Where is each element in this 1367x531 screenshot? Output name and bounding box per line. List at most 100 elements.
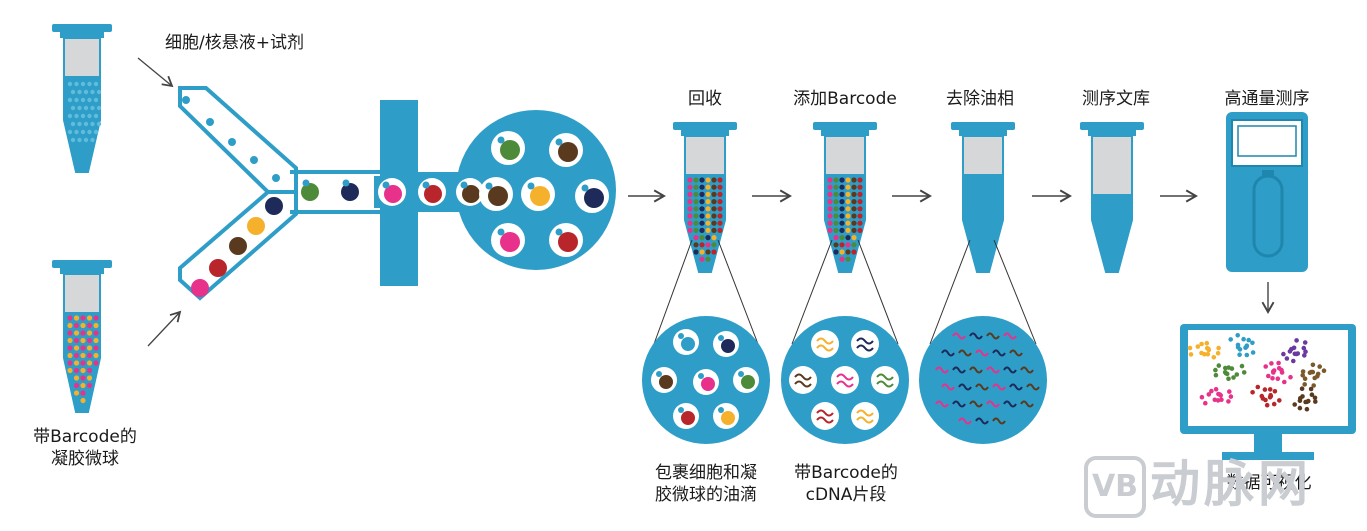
tube-bead-dot bbox=[699, 249, 705, 255]
tube-bead-dot bbox=[839, 199, 845, 205]
label-cdna-line2: cDNA片段 bbox=[805, 485, 887, 505]
tube-bead-dot bbox=[857, 227, 863, 233]
barcode-bead-dot bbox=[73, 337, 80, 344]
tube-bead-dot bbox=[851, 249, 857, 255]
tube-bead-dot bbox=[711, 191, 717, 197]
scatter-point bbox=[1235, 333, 1240, 338]
collection-droplets bbox=[479, 131, 609, 257]
scatter-point bbox=[1211, 355, 1217, 360]
gel-bead bbox=[558, 142, 578, 162]
barcode-bead-dot bbox=[86, 382, 93, 389]
free-fragment bbox=[958, 349, 972, 357]
scatter-point bbox=[1213, 387, 1219, 392]
tube-bead-dot bbox=[693, 235, 699, 241]
cdna-fragment bbox=[836, 380, 854, 388]
tube-bead-dot bbox=[705, 235, 711, 241]
barcode-bead-dot bbox=[86, 367, 93, 374]
tube-cell-suspension bbox=[52, 24, 112, 173]
zoom-droplets bbox=[642, 316, 770, 444]
tube-bead-dot bbox=[827, 184, 833, 190]
barcode-bead-dot bbox=[80, 367, 86, 374]
suspension-dot bbox=[83, 121, 89, 127]
free-fragment bbox=[986, 332, 1000, 340]
tube-bead-dot bbox=[687, 213, 693, 219]
tube-bead-dot bbox=[839, 191, 845, 197]
suspension-dot bbox=[93, 113, 99, 119]
cdna-fragment bbox=[816, 416, 834, 424]
tube-library bbox=[1080, 122, 1144, 273]
scatter-point bbox=[1297, 405, 1303, 411]
suspension-dot bbox=[80, 97, 86, 103]
zoom-lines bbox=[653, 239, 1037, 345]
scatter-point bbox=[1315, 371, 1321, 377]
suspension-dot bbox=[77, 121, 82, 127]
scatter-point bbox=[1223, 365, 1228, 371]
gel-bead bbox=[500, 140, 520, 160]
label-droplets-line1: 包裹细胞和凝 bbox=[655, 463, 757, 483]
tube-bead-dot bbox=[833, 242, 839, 248]
tube-bead-dot bbox=[839, 213, 845, 219]
suspension-dot bbox=[90, 105, 95, 111]
cell-particle bbox=[555, 138, 563, 146]
scatter-point bbox=[1275, 376, 1281, 382]
scatter-point bbox=[1299, 386, 1305, 392]
tube-bead-dot bbox=[851, 220, 857, 226]
tube-rim bbox=[959, 130, 1007, 136]
gel-bead bbox=[500, 232, 520, 252]
tube-bead-dot bbox=[839, 242, 845, 248]
suspension-dot bbox=[96, 105, 102, 111]
tube-bead-dot bbox=[693, 206, 699, 212]
suspension-dot bbox=[77, 89, 82, 95]
tube-bead-dot bbox=[693, 220, 699, 226]
free-fragment bbox=[1003, 366, 1017, 374]
label-barcode-beads-line1: 带Barcode的 bbox=[33, 427, 137, 447]
zoom-bead bbox=[721, 411, 735, 425]
tube-bead-dot bbox=[699, 191, 705, 197]
scatter-point bbox=[1276, 360, 1281, 366]
scatter-point bbox=[1287, 349, 1293, 354]
zoom-droplet bbox=[851, 330, 879, 358]
scatter-point bbox=[1199, 341, 1204, 347]
zoom-bead bbox=[681, 337, 695, 351]
scatter-point bbox=[1271, 401, 1277, 407]
barcode-bead-dot bbox=[80, 322, 86, 329]
tube-bead-dot bbox=[845, 249, 851, 255]
tube-bead-dot bbox=[717, 177, 723, 183]
tube-bead-dot bbox=[833, 184, 839, 190]
free-fragment bbox=[1009, 383, 1023, 391]
scatter-point bbox=[1231, 375, 1236, 380]
tube-bead-dot bbox=[705, 220, 711, 226]
gel-bead bbox=[530, 186, 550, 206]
label-cdna-line1: 带Barcode的 bbox=[794, 463, 898, 483]
scatter-point bbox=[1271, 370, 1276, 375]
tube-liquid bbox=[685, 174, 725, 272]
label-step-sequencing: 高通量测序 bbox=[1224, 89, 1310, 109]
scatter-point bbox=[1213, 372, 1219, 378]
suspension-dot bbox=[80, 81, 86, 87]
scatter-point bbox=[1215, 350, 1221, 356]
scatter-point bbox=[1262, 387, 1268, 392]
scatter-point bbox=[1266, 373, 1271, 379]
barcode-bead-dot bbox=[93, 322, 99, 329]
free-fragment bbox=[992, 383, 1006, 391]
barcode-bead-dot bbox=[80, 390, 86, 396]
tube-bead-dot bbox=[699, 235, 705, 241]
tube-bead-dot bbox=[857, 199, 863, 205]
free-fragment bbox=[1003, 400, 1017, 408]
scatter-point bbox=[1303, 349, 1308, 355]
suspension-dot bbox=[74, 81, 79, 87]
gel-bead bbox=[247, 217, 265, 235]
tube-bead-dot bbox=[851, 177, 857, 183]
tube-recover bbox=[673, 122, 737, 273]
scatter-point bbox=[1188, 352, 1194, 357]
tube-bead-dot bbox=[717, 191, 723, 197]
tube-bead-dot bbox=[711, 249, 717, 255]
tube-bead-dot bbox=[711, 213, 717, 219]
zoom-cell bbox=[718, 335, 724, 341]
cell-particle bbox=[527, 182, 535, 190]
scatter-point bbox=[1304, 406, 1310, 412]
suspension-dot bbox=[96, 121, 102, 127]
tube-liquid bbox=[1092, 194, 1132, 272]
label-cdna: 带Barcode的 cDNA片段 bbox=[784, 462, 908, 506]
watermark-text: 动脉网 bbox=[1150, 455, 1312, 513]
